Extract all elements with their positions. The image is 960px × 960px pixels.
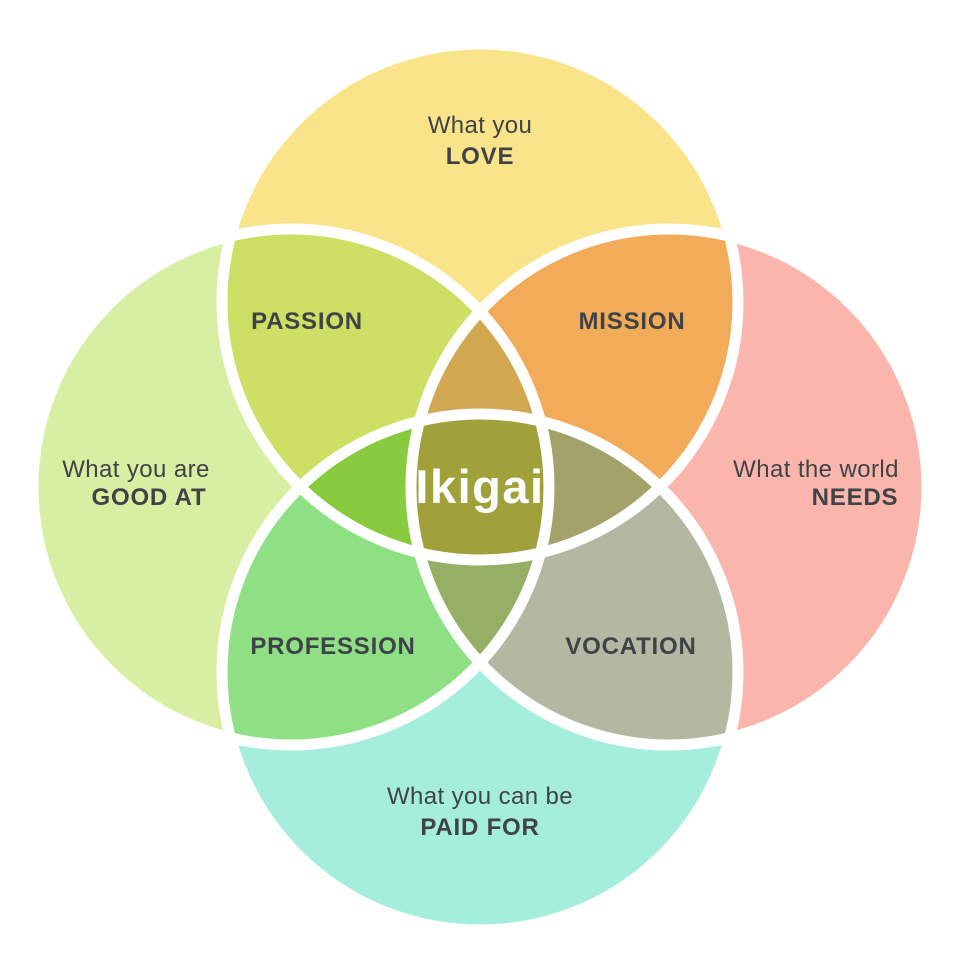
label-vocation: VOCATION (565, 633, 696, 660)
label-paid-for-line1: What you can be (387, 783, 573, 810)
outline-love (216, 38, 744, 566)
outline-good-at (27, 223, 555, 751)
label-love-line1: What you (428, 112, 533, 139)
outline-needs (405, 223, 933, 751)
label-paid-for-line2: PAID FOR (420, 814, 539, 841)
label-good-at-line1: What you are (62, 456, 210, 483)
label-needs-line1: What the world (733, 456, 899, 483)
label-profession: PROFESSION (250, 633, 415, 660)
label-needs-line2: NEEDS (812, 484, 899, 511)
label-good-at-line2: GOOD AT (92, 484, 207, 511)
label-mission: MISSION (579, 308, 686, 335)
label-love-line2: LOVE (446, 143, 515, 170)
label-ikigai: Ikigai (415, 460, 544, 513)
outline-paid-for (216, 408, 744, 936)
label-passion: PASSION (251, 308, 363, 335)
